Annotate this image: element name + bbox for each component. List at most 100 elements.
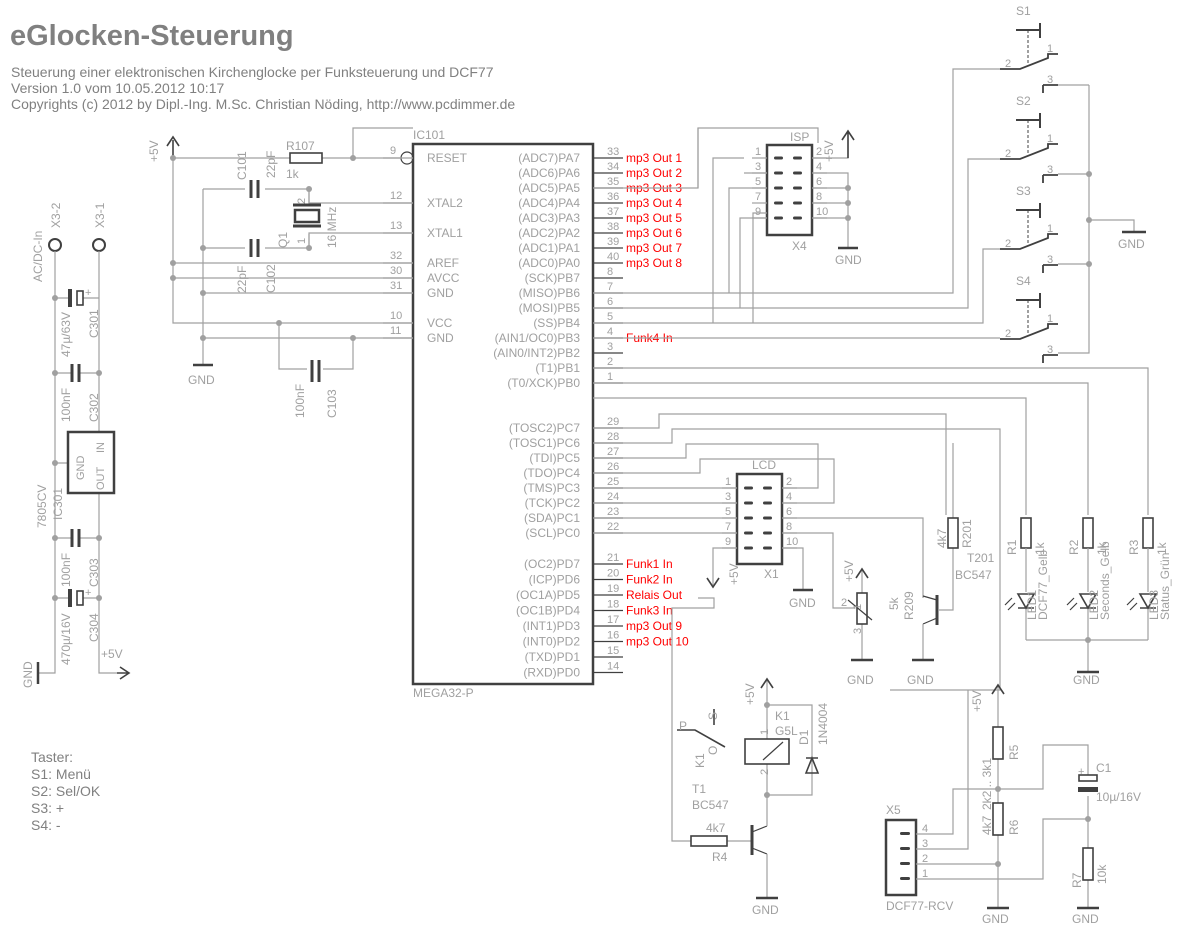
mcu-pin-number: 40 [607,251,619,263]
q1-pin2: 2 [296,198,308,204]
header-pin [763,501,772,505]
mcu-pin-name: (RXD)PD0 [523,666,580,680]
c304-plus: + [85,587,91,599]
mcu-pin-number: 30 [390,265,402,277]
ps-vcc-label: +5V [101,647,123,661]
signal-label: Funk3 In [626,604,673,618]
signal-label: mp3 Out 1 [626,151,682,165]
dcf77-circuit: X5 DCF77-RCV 4 3 2 1 +5V 2k2 .. 3k1 R5 4… [884,683,1141,926]
mcu-pin-name: (TXD)PD1 [525,650,581,664]
switch-pin-1: 1 [1047,313,1053,325]
r209-value: 5k [887,596,901,610]
header-pin-number: 3 [755,161,761,173]
c103-ref: C103 [325,389,339,418]
legend-heading: Taster: [31,749,74,765]
switch-ref: S2 [1016,94,1031,108]
led-name: DCF77_Gelb [1036,550,1050,620]
header-pin-number: 4 [786,491,792,503]
header-pin-number: 2 [816,146,822,158]
mcu-pin-number: 8 [607,266,613,278]
resistor [1142,517,1154,549]
mcu-pin-number: 12 [390,190,402,202]
mcu-pin-number: 39 [607,236,619,248]
signal-label: Funk1 In [626,557,673,571]
page-title: eGlocken-Steuerung [10,20,294,52]
header-pin-number: 9 [725,536,731,548]
mcu-pin-number: 24 [607,491,619,503]
header-pin [793,156,802,160]
signal-label: Funk2 In [626,573,673,587]
terminal-x3-2 [48,238,62,252]
r7-value: 10k [1095,864,1109,884]
resistor-r107 [289,152,323,164]
mcu-pin-name: XTAL1 [427,226,463,240]
switch-pin-3: 3 [1047,74,1053,86]
legend-item: S1: Menü [31,766,91,782]
mcu-pin-name: (OC2)PD7 [524,557,580,571]
mcu-pin-name: (T0/XCK)PB0 [507,376,580,390]
capacitor-c102 [249,239,260,257]
header-pin [793,216,802,220]
mcu-pin-number: 33 [607,146,619,158]
c304-ref: C304 [87,613,101,642]
k1-pin1: 1 [759,729,771,735]
terminal-x3-1 [92,238,106,252]
mcu-pin-name: (MOSI)PB5 [519,301,581,315]
mcu-pin-name: (ICP)PD6 [529,573,581,587]
d1-ref: D1 [797,729,811,745]
mcu-pin-name: (INT1)PD3 [523,619,581,633]
d1-value: 1N4004 [816,703,830,745]
switch-legend: Taster: S1: Menü S2: Sel/OK S3: + S4: - [31,749,100,834]
k1-value: G5L [775,724,798,738]
lcd-label: LCD [752,458,776,472]
c303-value: 100nF [59,553,73,587]
vcc-label: +5V [147,140,161,162]
header-pin-number: 6 [786,506,792,518]
mcu-pin-name: AVCC [427,271,460,285]
led-ref: LED2 [1087,590,1101,620]
pot-pin1: 1 [852,604,864,610]
mcu-pin-name: (ADC4)PA4 [518,196,580,210]
mcu-pin-number: 34 [607,161,619,173]
regulator-ic301 [66,430,116,495]
header-pin-number: 10 [816,206,828,218]
capacitor-c103 [310,360,321,382]
mcu-pin-name: (SS)PB4 [533,316,580,330]
header-pin [774,156,783,160]
mcu-pin-number: 38 [607,221,619,233]
header-pin [763,531,772,535]
header-pin-number: 7 [725,521,731,533]
mcu-pin-number: 18 [607,599,619,611]
x4-ref: X4 [792,239,807,253]
mcu-pin-name: AREF [427,256,459,270]
header-pin-number: 2 [786,476,792,488]
mcu-pin-number: 6 [607,296,613,308]
r5-ref: R5 [1007,744,1021,760]
mcu-pin-number: 37 [607,206,619,218]
switch-pin-2: 2 [1005,58,1011,70]
mcu-pin-name: (ADC5)PA5 [518,181,580,195]
capacitor-c1 [1078,774,1098,782]
header-pin [774,186,783,190]
switch-pin-1: 1 [1047,133,1053,145]
signal-label: mp3 Out 4 [626,196,682,210]
mcu-pin-number: 29 [607,416,619,428]
mcu-pin-name: (ADC0)PA0 [518,256,580,270]
header-pin-number: 9 [755,206,761,218]
switch-pin-2: 2 [1005,148,1011,160]
led-resistor-value: 1k [1155,541,1169,555]
mcu-pin-number: 4 [607,326,613,338]
led-icon [1138,593,1158,610]
ic301-ref: IC301 [51,488,65,520]
mcu-pin-number: 15 [607,645,619,657]
pot-gnd-label: GND [847,673,874,687]
mcu-pin-number: 3 [607,341,613,353]
mcu-pin-number: 25 [607,476,619,488]
header-pin [744,516,753,520]
ic301-value: 7805CV [35,485,49,528]
r6-ref: R6 [1007,819,1021,835]
